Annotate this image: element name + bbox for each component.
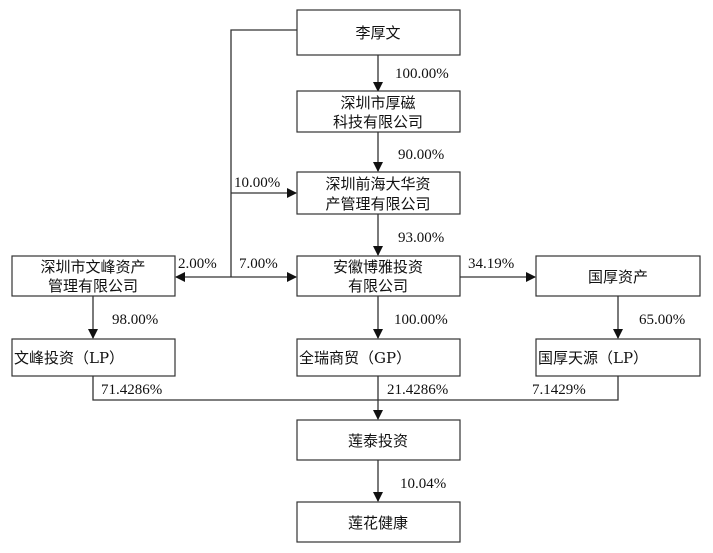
entity-label: 科技有限公司 (333, 113, 423, 131)
connectors (88, 29, 623, 502)
pct-wenfeng-liantai: 71.4286% (101, 382, 162, 398)
entity-label: 产管理有限公司 (325, 195, 430, 213)
pct-qianhai-boya: 93.00% (398, 230, 444, 246)
entity-label: 李厚文 (355, 24, 400, 42)
entity-wenfeng-asset: 深圳市文峰资产 管理有限公司 (11, 255, 176, 297)
entity-label: 深圳市文峰资产 (40, 258, 145, 276)
pct-li-qianhai: 10.00% (234, 175, 280, 191)
entity-liantai: 莲泰投资 (296, 419, 461, 461)
entity-label: 国厚资产 (588, 268, 648, 286)
entity-lianhua: 莲花健康 (296, 501, 461, 543)
entity-boya: 安徽博雅投资 有限公司 (296, 255, 461, 297)
pct-liantai-lianhua: 10.04% (400, 476, 446, 492)
pct-boya-guohou: 34.19% (468, 256, 514, 272)
pct-guohou-lp: 65.00% (639, 312, 685, 328)
entity-guohou-lp: 国厚天源（LP） (535, 338, 701, 377)
entity-quanrui-gp: 全瑞商贸（GP） (296, 338, 461, 377)
entity-label: 莲泰投资 (348, 432, 408, 450)
entity-houci: 深圳市厚磁 科技有限公司 (296, 90, 461, 133)
entity-label: 管理有限公司 (48, 277, 138, 295)
entity-label: 文峰投资（LP） (14, 349, 124, 367)
entity-label: 莲花健康 (348, 514, 408, 532)
entity-li-houwen: 李厚文 (296, 9, 461, 56)
entity-label: 安徽博雅投资 (333, 258, 423, 276)
entity-label: 深圳前海大华资 (325, 175, 430, 193)
pct-wenfeng-lp: 98.00% (112, 312, 158, 328)
pct-li-wenfeng: 2.00% (178, 256, 217, 272)
entity-label: 有限公司 (348, 277, 408, 295)
entity-guohou-asset: 国厚资产 (535, 255, 701, 297)
entity-label: 全瑞商贸（GP） (299, 349, 411, 367)
entity-label: 国厚天源（LP） (538, 349, 648, 367)
pct-houci-qianhai: 90.00% (398, 147, 444, 163)
pct-boya-quanrui: 100.00% (394, 312, 448, 328)
pct-guohou-liantai: 7.1429% (532, 382, 586, 398)
entity-label: 深圳市厚磁 (340, 94, 415, 112)
percentage-labels: 100.00% 90.00% 10.00% 93.00% 2.00% 7.00%… (101, 66, 685, 492)
pct-li-boya: 7.00% (239, 256, 278, 272)
entity-qianhai: 深圳前海大华资 产管理有限公司 (296, 171, 461, 215)
pct-quanrui-liantai: 21.4286% (387, 382, 448, 398)
pct-li-houci: 100.00% (395, 66, 449, 82)
entity-wenfeng-lp: 文峰投资（LP） (11, 338, 176, 377)
